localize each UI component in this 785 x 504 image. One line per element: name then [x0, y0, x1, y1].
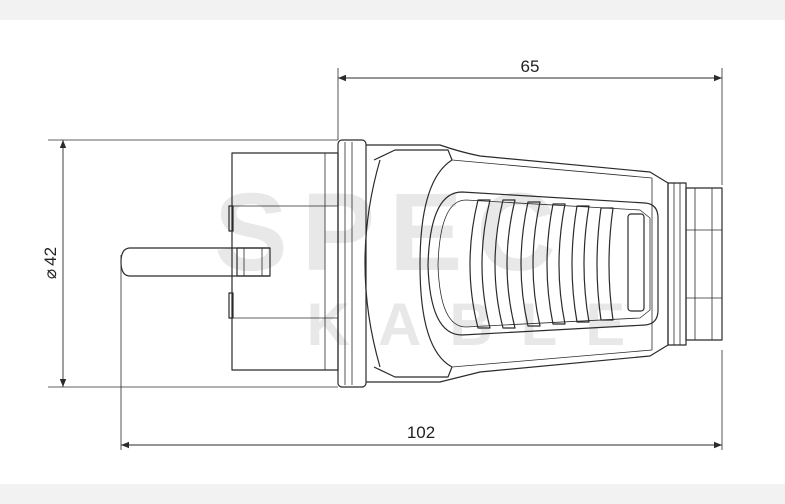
dimension-label-102: 102 [407, 423, 435, 442]
top-frame-band [0, 0, 785, 20]
cable-fitting [667, 182, 723, 346]
watermark: SPEC KABLE [214, 171, 654, 358]
grip-panel [427, 191, 659, 336]
svg-text:⌀42: ⌀ 42 [41, 247, 60, 279]
bottom-frame-band [0, 484, 785, 504]
dimension-label-diameter: ⌀ 42 [41, 247, 60, 279]
plug-pin [120, 247, 270, 277]
watermark-line2: KABLE [307, 291, 654, 358]
plug-collar [337, 139, 367, 388]
diameter-value: 42 [41, 247, 60, 266]
dimension-label-65: 65 [521, 57, 540, 76]
diameter-symbol: ⌀ [41, 269, 60, 279]
plug-front-face [228, 152, 339, 371]
pin-base [236, 247, 271, 277]
watermark-line1: SPEC [214, 171, 570, 294]
